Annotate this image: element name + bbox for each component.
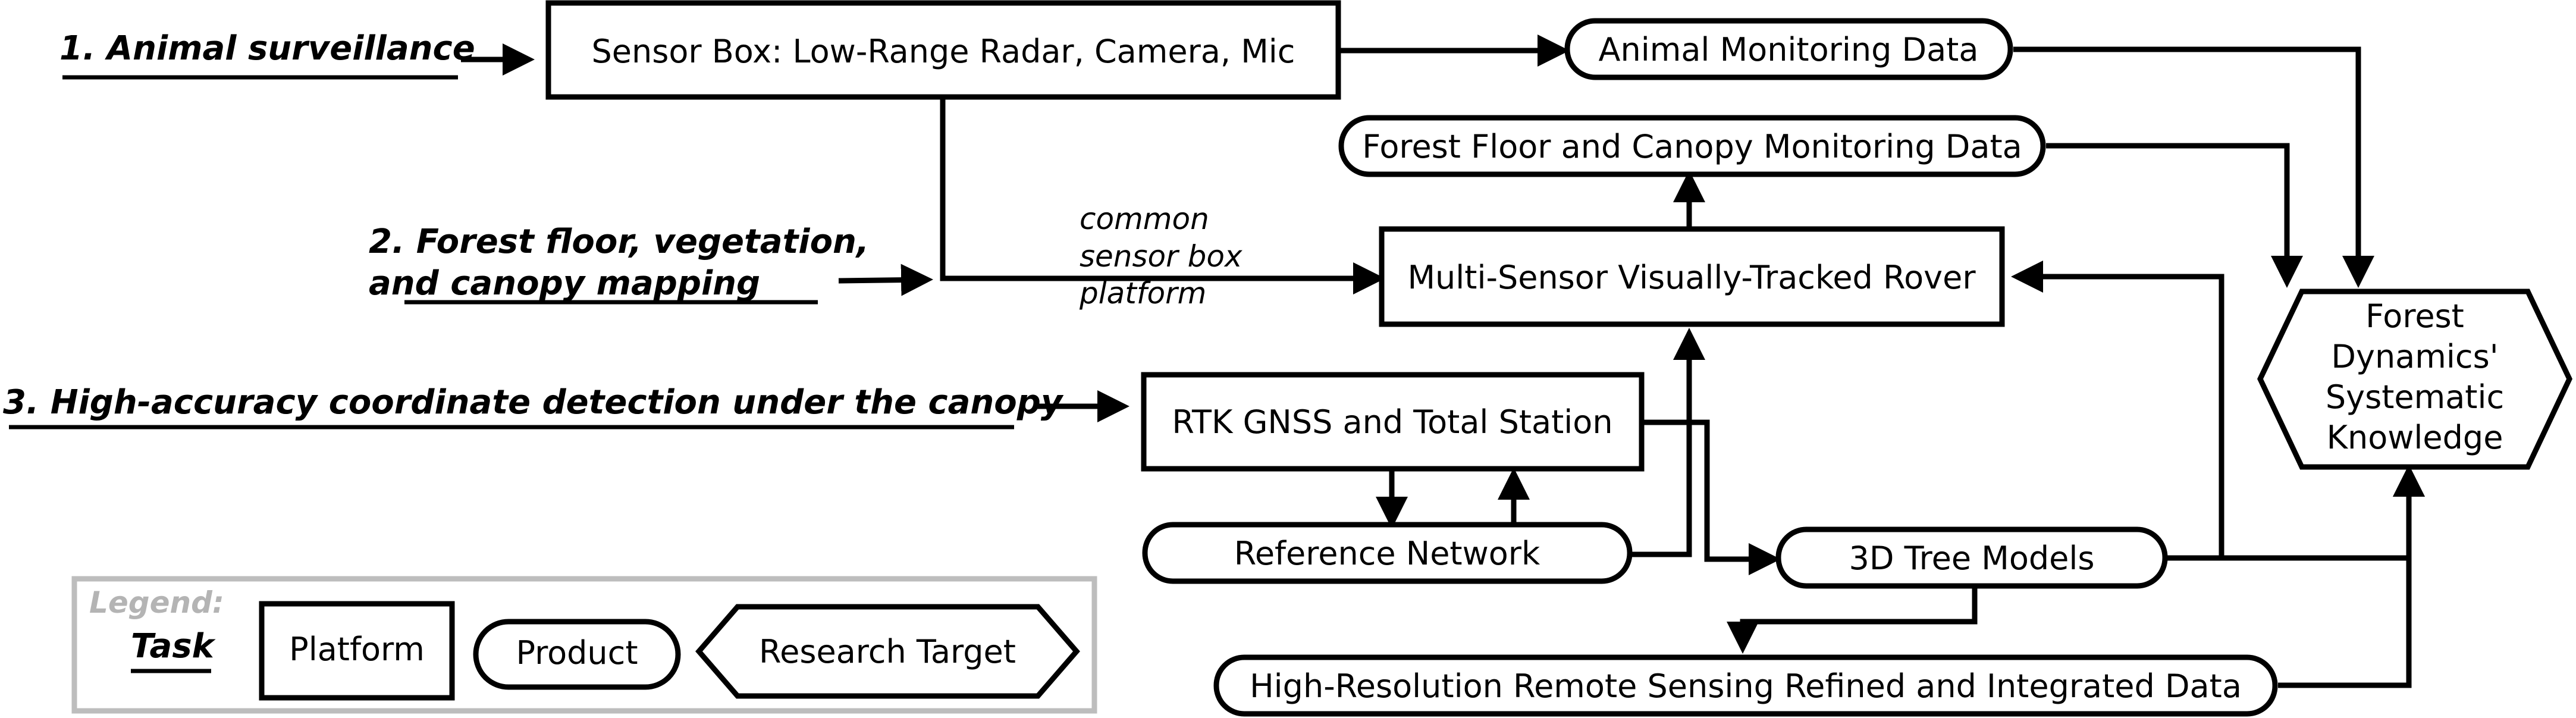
product-reference-network xyxy=(1142,522,1633,584)
legend-product: Product xyxy=(516,634,638,672)
arrow-reference-network-to-rover xyxy=(1630,328,1705,557)
platform-rtk xyxy=(1141,372,1645,472)
product-3d-tree-models-label: 3D Tree Models xyxy=(1849,540,2094,577)
annotation-common-platform-line1: common xyxy=(1080,202,1209,236)
product-high-resolution-data-label: High-Resolution Remote Sensing Refined a… xyxy=(1250,667,2242,705)
research-target-line2: Dynamics' xyxy=(2331,338,2498,375)
annotation-common-platform-line2: sensor box xyxy=(1080,239,1242,274)
task-forest-mapping-line2: and canopy mapping xyxy=(369,264,760,303)
arrow-hires-data-to-target xyxy=(2278,465,2425,688)
product-high-resolution-data xyxy=(1213,654,2278,717)
task-coordinate-detection: 3. High-accuracy coordinate detection un… xyxy=(3,383,1064,422)
platform-sensor-box-label: Sensor Box: Low-Range Radar, Camera, Mic xyxy=(592,33,1295,70)
product-3d-tree-models xyxy=(1775,526,2168,589)
legend-task: Task xyxy=(131,627,217,666)
arrow-rtk-to-tree-models xyxy=(1642,419,1781,575)
research-target-forest-dynamics xyxy=(2257,289,2572,470)
product-forest-monitoring-data xyxy=(1338,115,2046,177)
product-reference-network-label: Reference Network xyxy=(1234,535,1540,572)
arrow-sensor-box-to-rover xyxy=(940,98,1385,294)
legend-research-target: Research Target xyxy=(759,633,1016,670)
platform-sensor-box xyxy=(545,0,1341,100)
product-animal-monitoring-data xyxy=(1564,18,2013,80)
research-target-line4: Knowledge xyxy=(2327,419,2503,456)
research-target-line1: Forest xyxy=(2365,297,2464,335)
research-target-line3: Systematic xyxy=(2326,378,2504,416)
legend-platform: Platform xyxy=(289,631,425,668)
product-animal-monitoring-data-label: Animal Monitoring Data xyxy=(1599,31,1979,68)
legend-product-shape xyxy=(473,619,681,690)
legend: Legend: Task Platform Product Research T… xyxy=(71,576,1097,714)
platform-rtk-label: RTK GNSS and Total Station xyxy=(1172,403,1612,441)
arrow-task2-to-platform xyxy=(838,264,933,296)
legend-platform-shape xyxy=(259,601,455,701)
arrow-tree-models-to-hires-data xyxy=(1727,583,1978,654)
task-forest-mapping-line1: 2. Forest floor, vegetation, xyxy=(369,222,869,261)
arrow-tree-models-to-rover xyxy=(2011,261,2224,561)
arrow-tree-models-to-target xyxy=(2165,465,2425,561)
task-animal-surveillance: 1. Animal surveillance xyxy=(59,29,475,68)
annotation-common-platform-line3: platform xyxy=(1079,276,1206,311)
arrow-forest-data-to-target xyxy=(2046,143,2303,288)
platform-rover xyxy=(1379,226,2005,327)
legend-research-target-shape xyxy=(695,604,1080,699)
product-forest-monitoring-data-label: Forest Floor and Canopy Monitoring Data xyxy=(1362,128,2022,165)
platform-rover-label: Multi-Sensor Visually-Tracked Rover xyxy=(1407,259,1976,296)
legend-heading: Legend: xyxy=(89,585,224,620)
arrow-animal-data-to-target xyxy=(2013,46,2374,288)
